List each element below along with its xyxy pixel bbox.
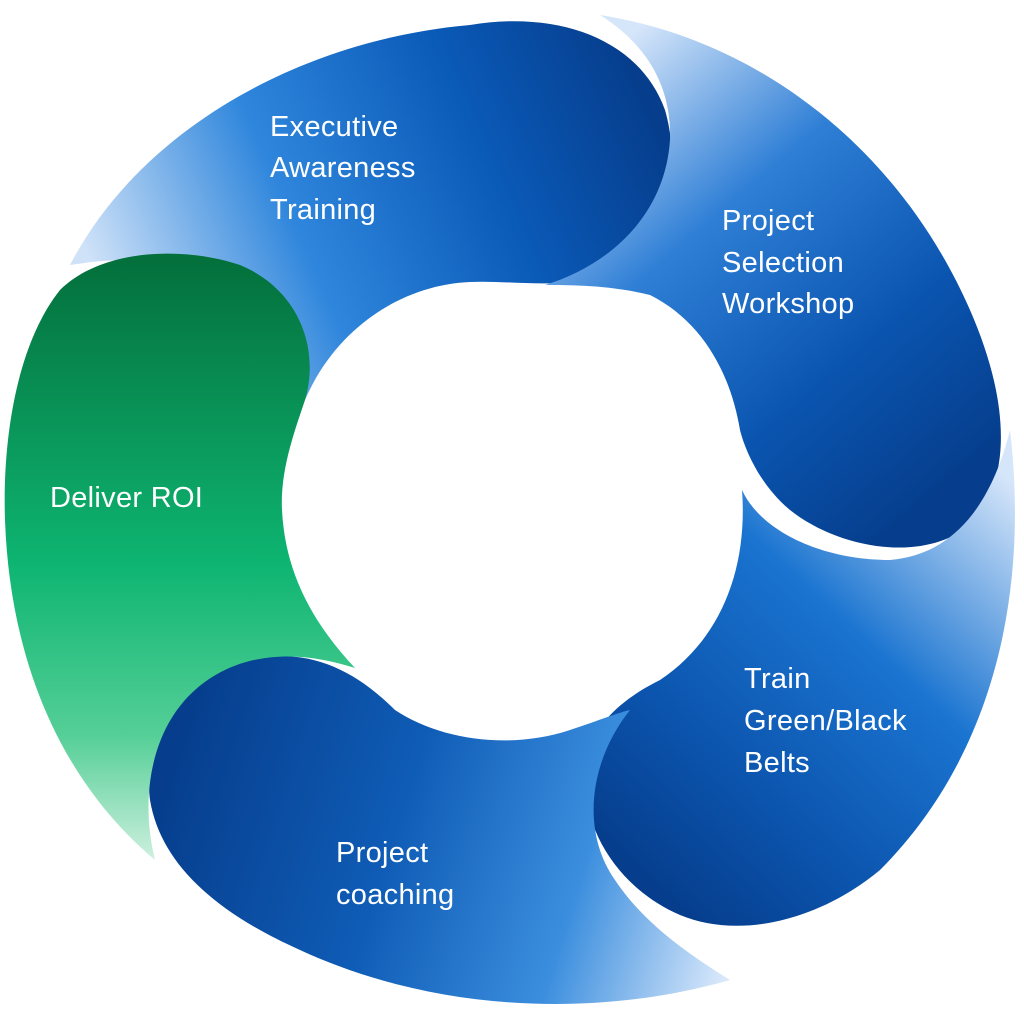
segment-project-coaching bbox=[148, 655, 730, 1004]
label-train-belts: Train Green/Black Belts bbox=[744, 663, 915, 779]
segment-train-belts bbox=[584, 430, 1015, 926]
label-project-coaching-line: coaching bbox=[336, 879, 455, 911]
label-deliver-roi-line: Deliver ROI bbox=[50, 482, 203, 514]
label-project-selection: Project Selection Workshop bbox=[722, 205, 854, 320]
label-project-selection-line: Selection bbox=[722, 247, 844, 279]
label-executive-line: Awareness bbox=[270, 152, 416, 184]
label-project-coaching-line: Project bbox=[336, 837, 428, 869]
segment-executive bbox=[70, 21, 672, 400]
label-project-selection-line: Project bbox=[722, 205, 814, 237]
label-executive: Executive Awareness Training bbox=[270, 111, 424, 226]
label-train-belts-line: Green/Black bbox=[744, 705, 907, 737]
label-project-selection-line: Workshop bbox=[722, 288, 854, 320]
label-train-belts-line: Train bbox=[744, 663, 811, 695]
label-deliver-roi: Deliver ROI bbox=[50, 482, 203, 514]
label-project-coaching: Project coaching bbox=[336, 837, 455, 911]
segment-project-selection bbox=[545, 15, 1001, 548]
label-executive-line: Training bbox=[270, 194, 376, 226]
label-executive-line: Executive bbox=[270, 111, 398, 143]
segment-deliver-roi bbox=[4, 253, 356, 860]
label-train-belts-line: Belts bbox=[744, 747, 810, 779]
